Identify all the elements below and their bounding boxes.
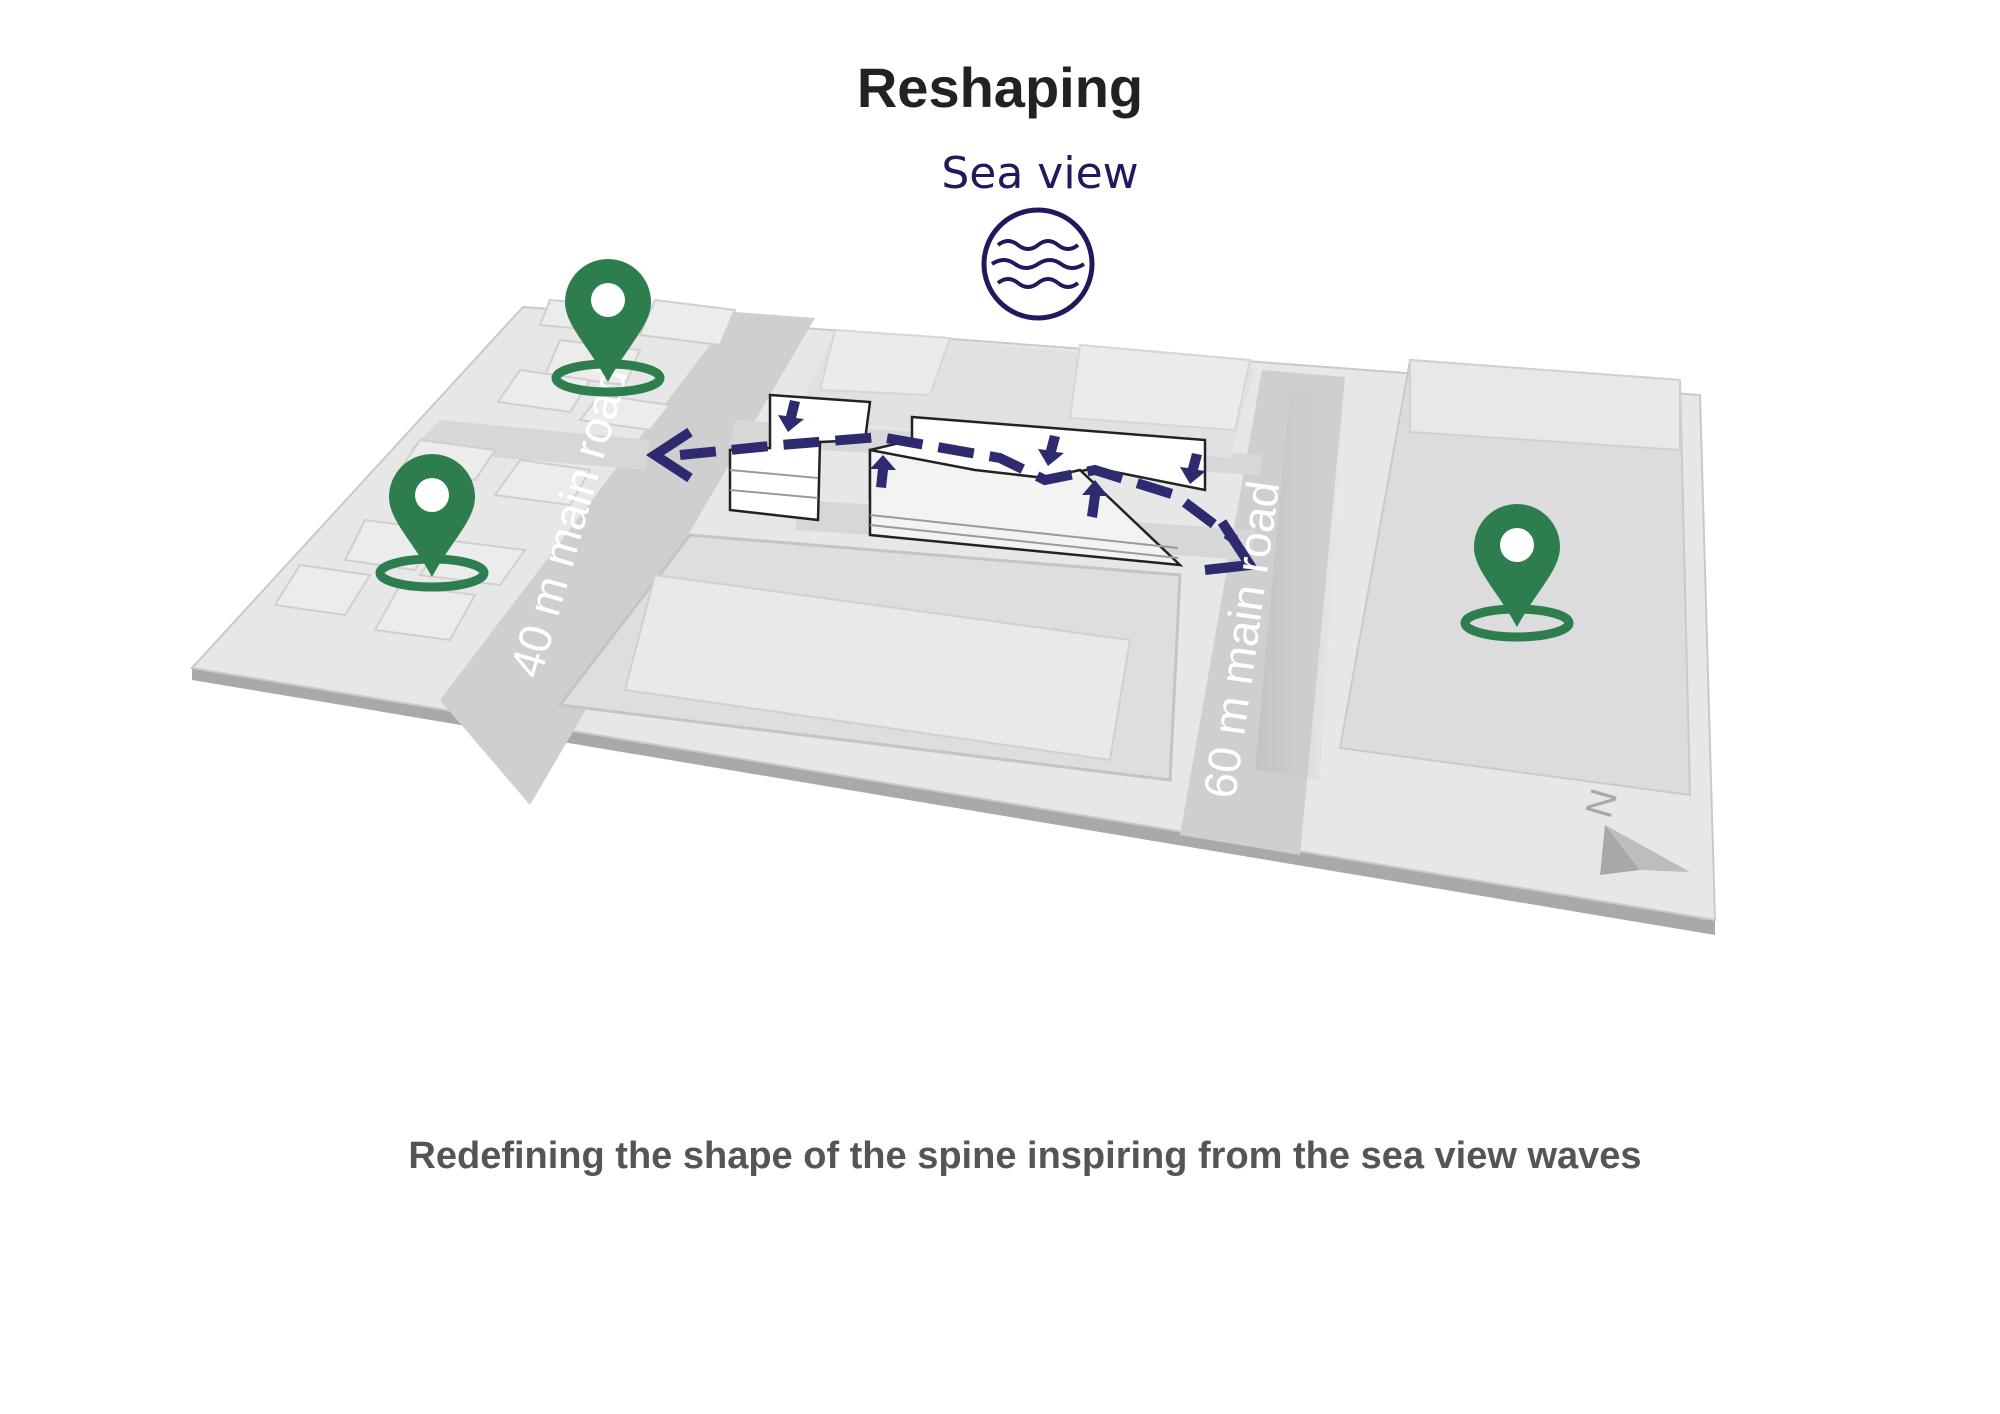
movement-path [645,400,1259,575]
arrow-head-left-icon [645,427,693,483]
location-pin-icon [375,454,489,592]
spine-buildings [728,393,1207,567]
sea-view-label: Sea view [941,148,1139,199]
location-pin-icon [1460,504,1574,642]
waves-circle-icon [981,207,1095,321]
page-title: Reshaping [856,56,1144,119]
diagram-caption: Redefining the shape of the spine inspir… [408,1135,1642,1177]
north-arrow-icon [1600,825,1690,875]
movement-arrow-icon [778,400,1206,518]
location-pin-icon [551,259,665,397]
arrow-head-right-icon [1204,519,1259,575]
